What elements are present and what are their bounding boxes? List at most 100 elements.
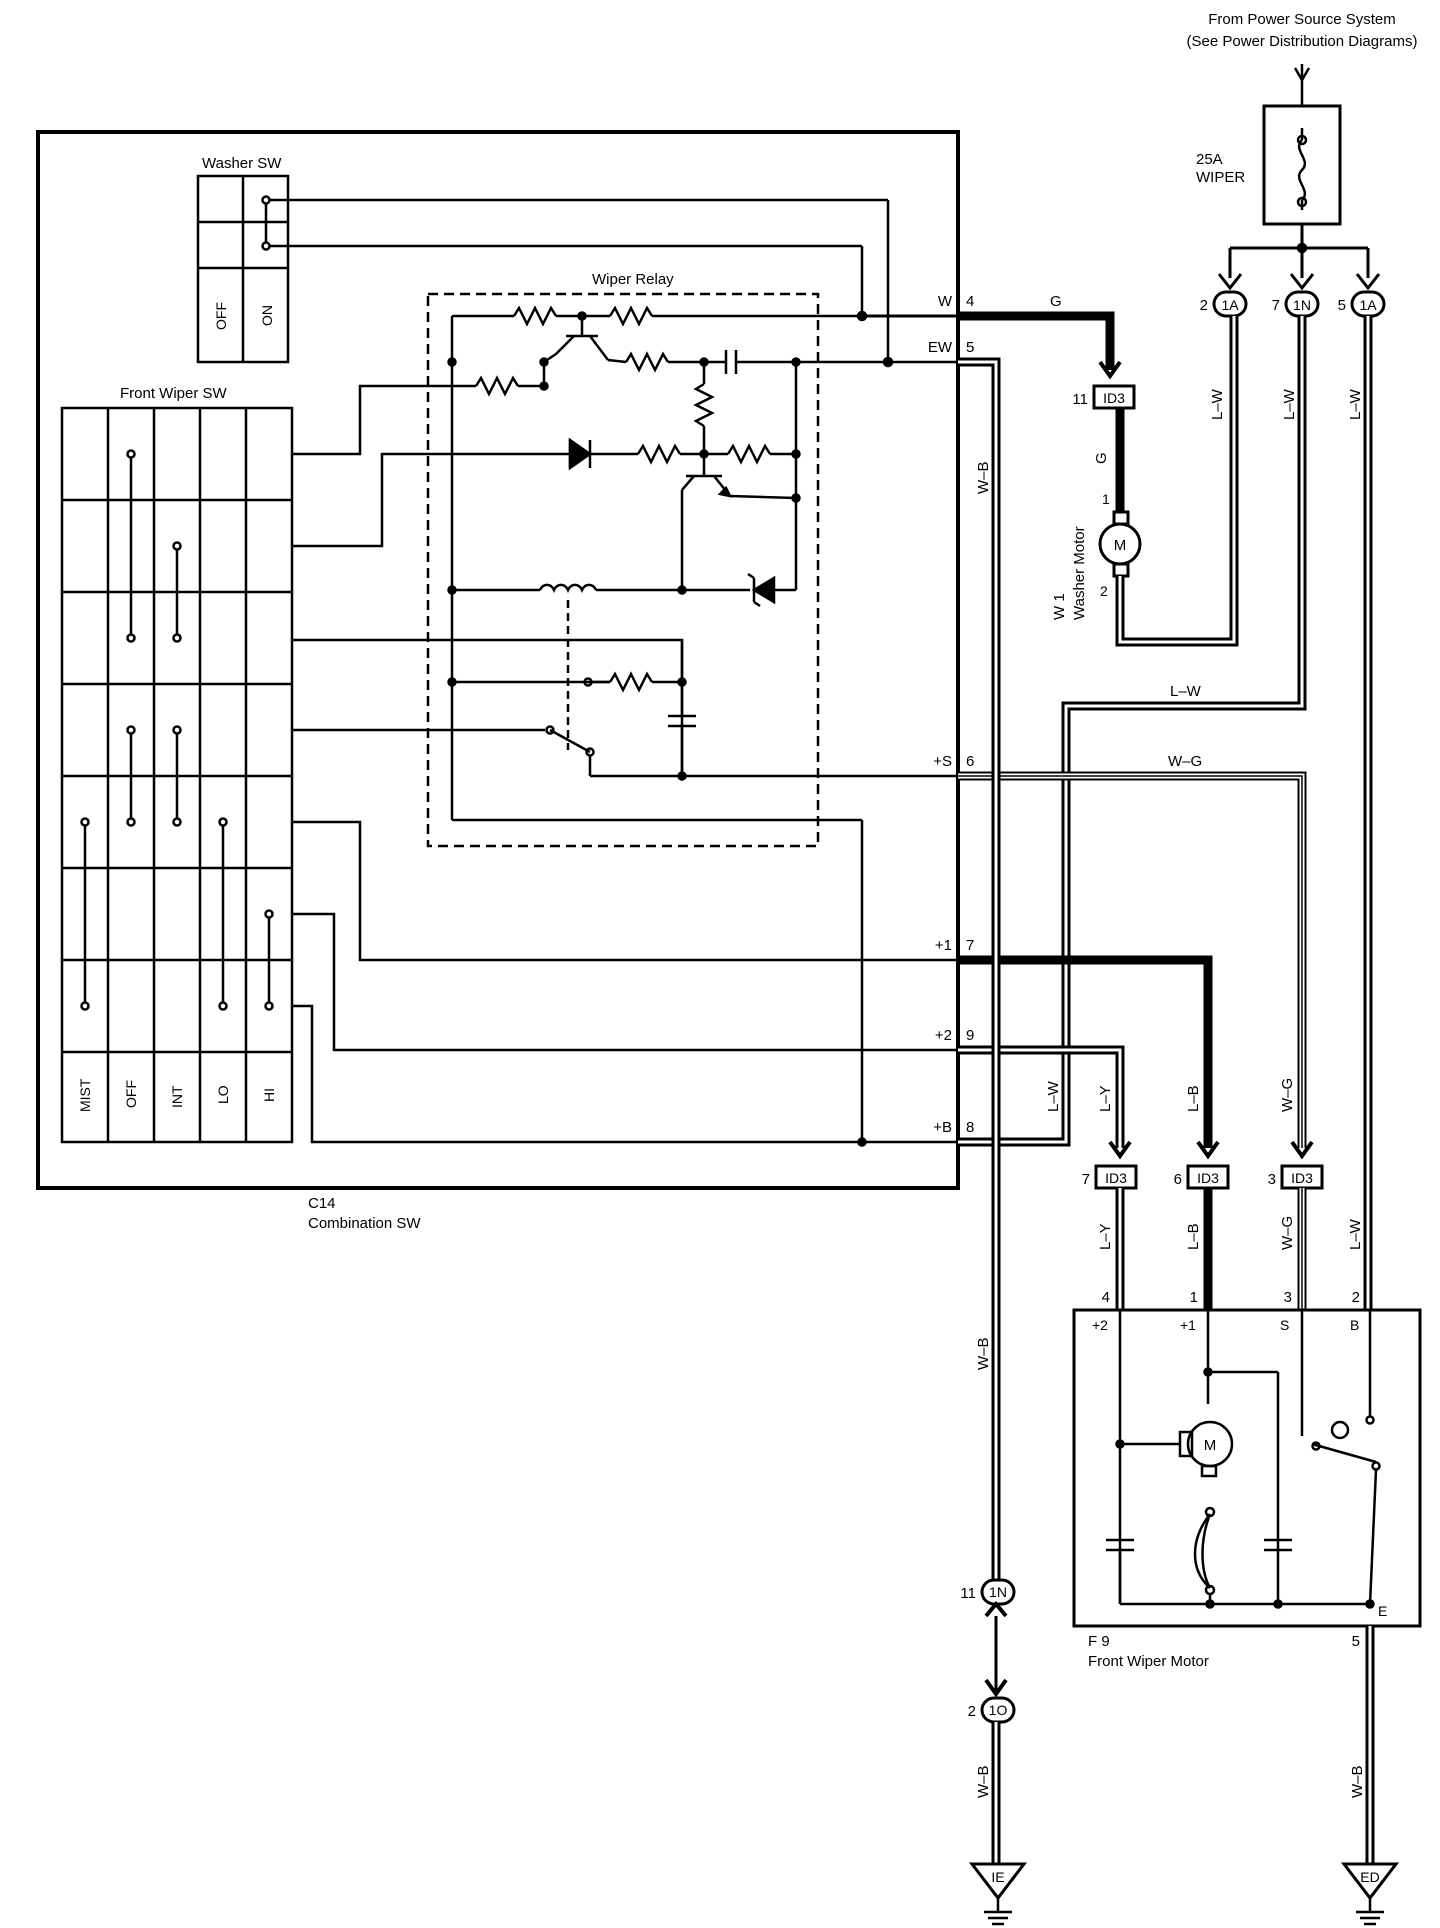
terminal-s-name: +S xyxy=(933,753,952,770)
gnd-conn-1o-id: 1O xyxy=(989,1702,1008,1718)
conn-1n-top-id: 1N xyxy=(1293,297,1311,313)
wire-lw-label-2: L–W xyxy=(1281,388,1298,420)
terminal-ew-pin: 5 xyxy=(966,339,974,356)
combination-switch-name: Combination SW xyxy=(308,1215,421,1232)
washer-conn-id: ID3 xyxy=(1103,390,1125,406)
id3-left-pin: 7 xyxy=(1082,1171,1090,1188)
wire-lb-label-lower: L–B xyxy=(1185,1223,1202,1250)
ground-ie xyxy=(968,1862,1028,1926)
wire-lb-1 xyxy=(958,955,1213,1148)
fw-pos-off: OFF xyxy=(123,1080,139,1108)
wiper-relay-circuit xyxy=(447,305,958,1147)
conn-1a-right-pin: 5 xyxy=(1338,297,1346,314)
fwm-pin-1: 1 xyxy=(1190,1289,1198,1306)
wire-ly-label-lower: L–Y xyxy=(1097,1223,1114,1250)
conn-1a-left-pin: 2 xyxy=(1200,297,1208,314)
combination-switch-box xyxy=(36,130,960,1190)
wire-wb-ew xyxy=(958,357,1001,1580)
terminal-b-name: +B xyxy=(933,1119,952,1136)
fwm-terminal-s: S xyxy=(1280,1317,1289,1333)
washer-motor-code: W 1 xyxy=(1051,593,1068,620)
id3-right-id: ID3 xyxy=(1291,1170,1313,1186)
washer-motor-symbol: M xyxy=(1114,537,1127,554)
fwm-code: F 9 xyxy=(1088,1633,1110,1650)
terminal-s-pin: 6 xyxy=(966,753,974,770)
terminal-ew-name: EW xyxy=(928,339,953,356)
terminal-w-pin: 4 xyxy=(966,293,974,310)
conn-1a-left-id: 1A xyxy=(1221,297,1239,313)
washer-switch xyxy=(196,174,890,364)
wire-g-label-top: G xyxy=(1050,293,1062,310)
id3-left-id: ID3 xyxy=(1105,1170,1127,1186)
terminal-2-name: +2 xyxy=(935,1027,952,1044)
washer-conn-pin: 11 xyxy=(1072,391,1088,408)
washer-motor-name: Washer Motor xyxy=(1071,526,1088,620)
gnd-conn-1n-pin: 11 xyxy=(960,1585,976,1602)
wire-lw-1n xyxy=(958,316,1307,1147)
fwm-terminal-b: B xyxy=(1350,1317,1359,1333)
terminal-2-pin: 9 xyxy=(966,1027,974,1044)
ground-connectors xyxy=(980,1578,1016,1724)
fwm-pin-4: 4 xyxy=(1102,1289,1110,1306)
front-wiper-switch-wires xyxy=(292,384,958,1144)
washer-motor-wiring xyxy=(958,311,1239,647)
wire-wg-label-horizontal: W–G xyxy=(1168,753,1202,770)
fuse-name: WIPER xyxy=(1196,169,1245,186)
fuse-25a-wiper xyxy=(1228,104,1370,278)
wire-wb-label-ie: W–B xyxy=(975,1765,992,1798)
wire-wg-label-upper: W–G xyxy=(1279,1078,1296,1112)
power-source-line1: From Power Source System xyxy=(1208,11,1396,28)
wiper-relay-title: Wiper Relay xyxy=(592,271,674,288)
id3-right-pin: 3 xyxy=(1268,1171,1276,1188)
id3-mid-pin: 6 xyxy=(1174,1171,1182,1188)
combination-switch-code: C14 xyxy=(308,1195,336,1212)
wire-g-label-vertical: G xyxy=(1093,452,1110,464)
washer-pos-off: OFF xyxy=(213,302,229,330)
terminal-1-pin: 7 xyxy=(966,937,974,954)
wiper-relay-box xyxy=(426,292,820,848)
fwm-motor-symbol: M xyxy=(1204,1437,1217,1454)
conn-1a-right-id: 1A xyxy=(1359,297,1377,313)
washer-pos-on: ON xyxy=(259,305,275,326)
wire-wg-label-lower: W–G xyxy=(1279,1216,1296,1250)
fwm-terminal-2: +2 xyxy=(1092,1317,1108,1333)
wire-lw-label-b: L–W xyxy=(1347,1218,1364,1250)
wire-lw-label-horizontal: L–W xyxy=(1170,683,1202,700)
wire-wb-label-ed: W–B xyxy=(1349,1765,1366,1798)
fwm-pin-3: 3 xyxy=(1284,1289,1292,1306)
fwm-terminal-e: E xyxy=(1378,1603,1387,1619)
wire-lw-label-lower: L–W xyxy=(1045,1080,1062,1112)
front-wiper-switch xyxy=(60,406,294,1144)
washer-pin2: 2 xyxy=(1100,583,1108,599)
wire-ly-label-upper: L–Y xyxy=(1097,1085,1114,1112)
wire-ly-2 xyxy=(958,1045,1125,1148)
terminal-w-name: W xyxy=(938,293,953,310)
terminal-b-pin: 8 xyxy=(966,1119,974,1136)
fw-pos-lo: LO xyxy=(215,1085,231,1104)
gnd-conn-1o-pin: 2 xyxy=(968,1703,976,1720)
wire-lw-label-3: L–W xyxy=(1347,388,1364,420)
gnd-conn-1n-id: 1N xyxy=(989,1584,1007,1600)
wire-lw-label-1: L–W xyxy=(1209,388,1226,420)
ground-ed-label: ED xyxy=(1360,1869,1379,1885)
terminal-1-name: +1 xyxy=(935,937,952,954)
front-wiper-switch-title: Front Wiper SW xyxy=(120,385,228,402)
id3-mid-id: ID3 xyxy=(1197,1170,1219,1186)
washer-pin1: 1 xyxy=(1102,491,1110,507)
fw-pos-int: INT xyxy=(169,1085,185,1108)
fwm-name: Front Wiper Motor xyxy=(1088,1653,1209,1670)
wire-wb-label-top: W–B xyxy=(975,461,992,494)
wire-lb-label-upper: L–B xyxy=(1185,1085,1202,1112)
fw-pos-hi: HI xyxy=(261,1088,277,1102)
power-source-line2: (See Power Distribution Diagrams) xyxy=(1187,33,1418,50)
fwm-pin-5: 5 xyxy=(1352,1633,1360,1650)
fwm-terminal-1: +1 xyxy=(1180,1317,1196,1333)
conn-1n-top-pin: 7 xyxy=(1272,297,1280,314)
wire-wb-label-mid: W–B xyxy=(975,1337,992,1370)
washer-switch-title: Washer SW xyxy=(202,155,282,172)
ground-ed xyxy=(1340,1862,1400,1926)
ground-ie-label: IE xyxy=(991,1869,1004,1885)
power-source xyxy=(1293,64,1311,106)
fwm-pin-2: 2 xyxy=(1352,1289,1360,1306)
